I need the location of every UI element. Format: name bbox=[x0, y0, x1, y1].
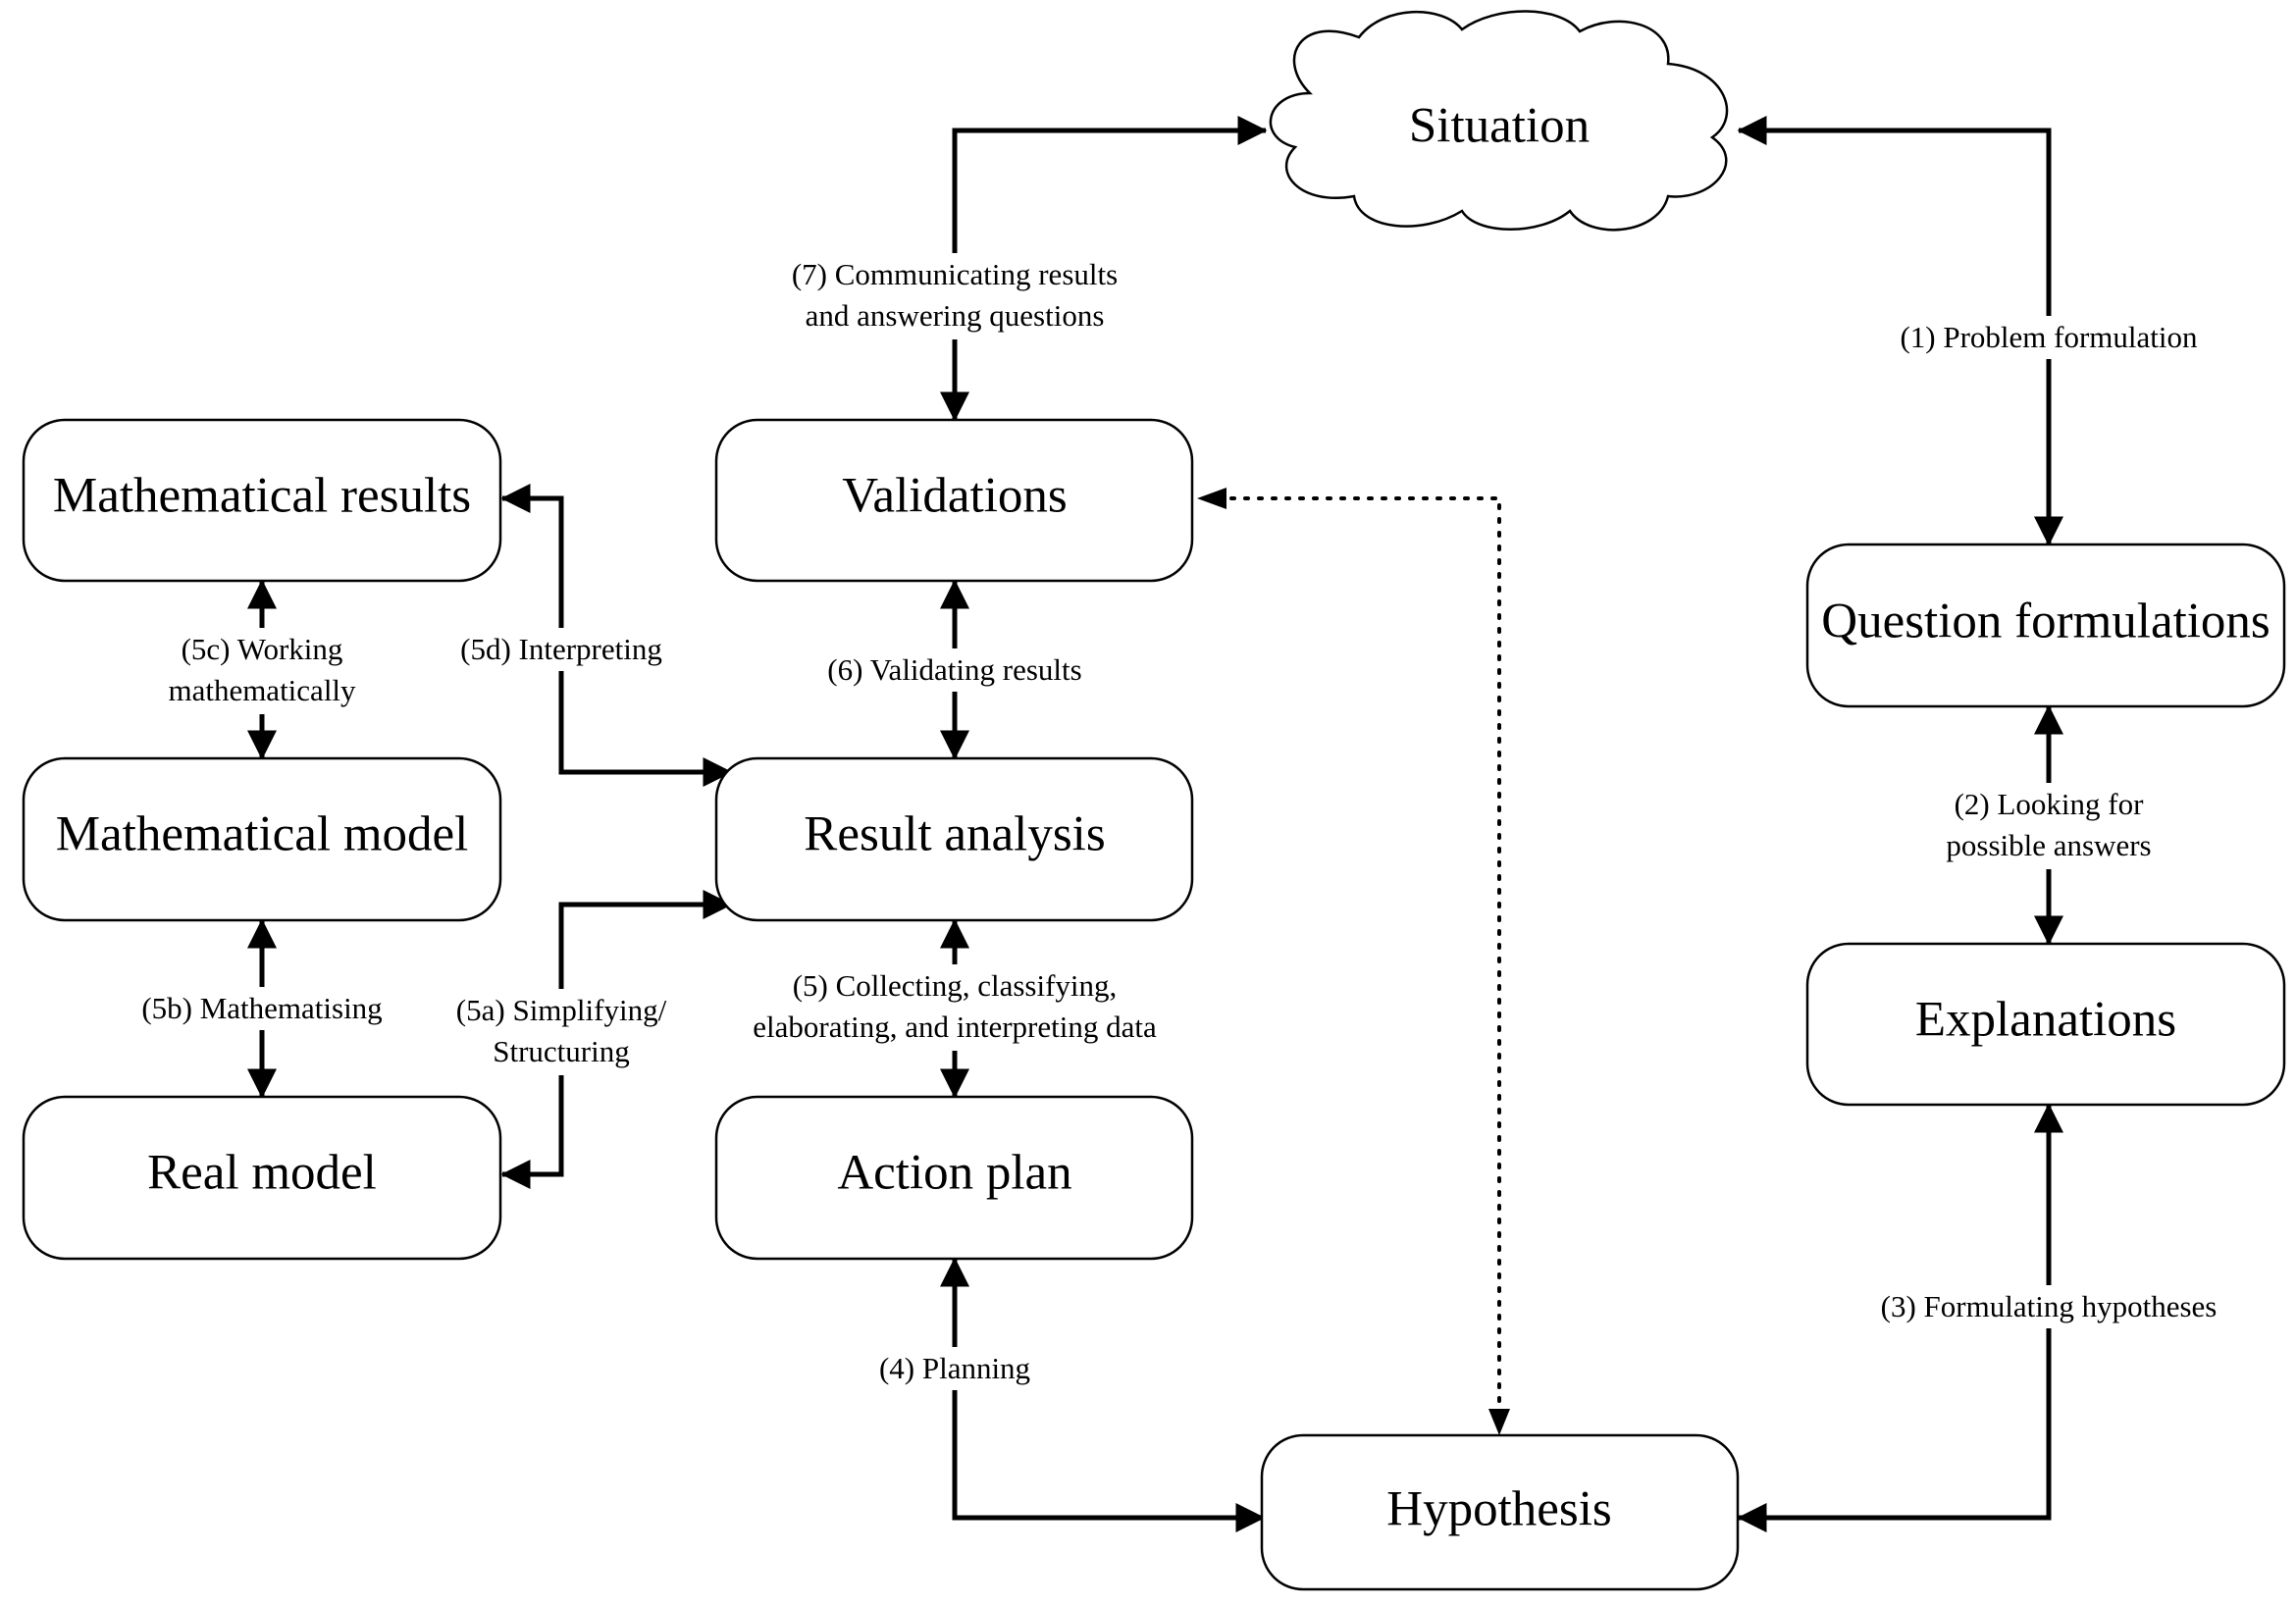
node-label: Validations bbox=[842, 469, 1067, 524]
edge-label-5c: (5c) Working mathematically bbox=[151, 628, 373, 714]
edge-label-line: (5c) Working bbox=[182, 632, 343, 666]
edge-dotted-line bbox=[1229, 496, 1501, 1415]
node-label: Question formulations bbox=[1821, 595, 2270, 649]
edge-label-line: (5b) Mathematising bbox=[141, 991, 382, 1025]
node-explanations: Explanations bbox=[1805, 942, 2286, 1107]
node-label: Explanations bbox=[1915, 993, 2176, 1048]
edge-label-line: (1) Problem formulation bbox=[1900, 320, 2198, 354]
edge-label-5b: (5b) Mathematising bbox=[122, 987, 402, 1030]
node-result-analysis: Result analysis bbox=[714, 756, 1194, 922]
node-label: Situation bbox=[1409, 99, 1590, 154]
edge-label-line: (5d) Interpreting bbox=[460, 632, 662, 666]
node-label: Action plan bbox=[837, 1146, 1071, 1201]
node-label: Mathematical model bbox=[56, 807, 469, 862]
node-label: Mathematical results bbox=[53, 469, 471, 524]
edge-label-6: (6) Validating results bbox=[803, 648, 1107, 692]
edge-label-2: (2) Looking for possible answers bbox=[1923, 783, 2174, 869]
node-question-formulations: Question formulations bbox=[1805, 543, 2286, 708]
edge-label-5d: (5d) Interpreting bbox=[444, 628, 679, 671]
edge-label-7: (7) Communicating results and answering … bbox=[765, 253, 1144, 339]
edge-label-line: possible answers bbox=[1946, 828, 2151, 862]
cloud-shape bbox=[1269, 10, 1729, 232]
edge-label-line: elaborating, and interpreting data bbox=[753, 1010, 1157, 1044]
edge-label-line: mathematically bbox=[168, 673, 356, 707]
edge-label-line: (3) Formulating hypotheses bbox=[1881, 1289, 2218, 1323]
node-label: Result analysis bbox=[804, 807, 1105, 862]
node-label: Hypothesis bbox=[1386, 1482, 1612, 1537]
edge-dotted-arrowhead-validations bbox=[1197, 488, 1226, 509]
edge-label-line: (6) Validating results bbox=[827, 652, 1081, 687]
edge-label-line: (2) Looking for bbox=[1955, 787, 2145, 821]
edge-label-5: (5) Collecting, classifying, elaborating… bbox=[724, 964, 1185, 1051]
edge-label-line: Structuring bbox=[493, 1034, 630, 1068]
edge-dotted-arrowhead-hypothesis bbox=[1488, 1409, 1510, 1435]
node-situation: Situation bbox=[1269, 10, 1729, 232]
edge-label-1: (1) Problem formulation bbox=[1874, 316, 2223, 359]
edge-label-line: (5) Collecting, classifying, bbox=[793, 968, 1118, 1003]
edge-label-4: (4) Planning bbox=[863, 1347, 1046, 1390]
edge-label-line: (4) Planning bbox=[879, 1351, 1030, 1385]
edge-4-line bbox=[940, 1257, 1266, 1532]
node-action-plan: Action plan bbox=[714, 1095, 1194, 1261]
edge-label-line: and answering questions bbox=[806, 298, 1105, 333]
node-hypothesis: Hypothesis bbox=[1260, 1433, 1740, 1591]
edge-label-5a: (5a) Simplifying/ Structuring bbox=[438, 989, 685, 1075]
node-label: Real model bbox=[147, 1146, 377, 1201]
node-validations: Validations bbox=[714, 418, 1194, 583]
node-mathematical-model: Mathematical model bbox=[22, 756, 502, 922]
edge-label-line: (5a) Simplifying/ bbox=[456, 993, 667, 1027]
edge-label-line: (7) Communicating results bbox=[792, 257, 1118, 291]
node-real-model: Real model bbox=[22, 1095, 502, 1261]
edge-3-line bbox=[1737, 1103, 2063, 1532]
edge-label-3: (3) Formulating hypotheses bbox=[1854, 1285, 2243, 1328]
edge-1-line bbox=[1737, 116, 2063, 546]
node-mathematical-results: Mathematical results bbox=[22, 418, 502, 583]
